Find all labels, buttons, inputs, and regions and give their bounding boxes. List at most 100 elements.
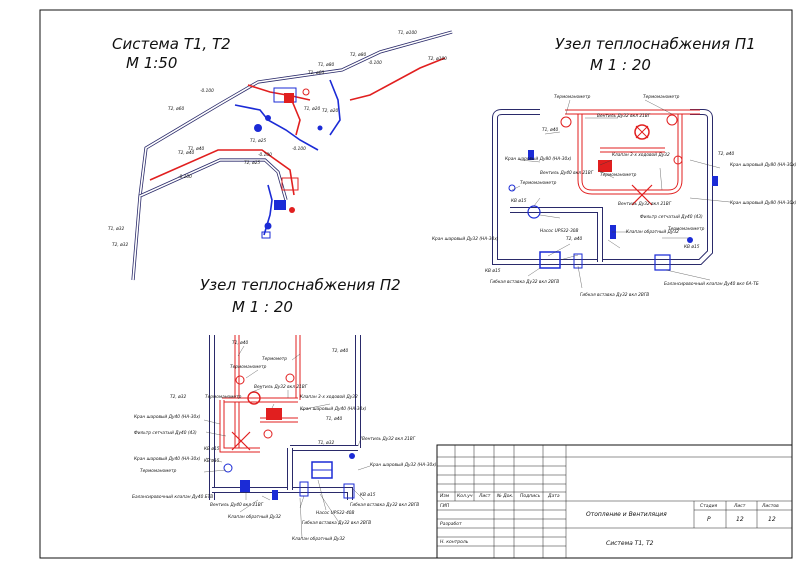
tb-stage: Р [707, 516, 711, 523]
tb-role-control: Н. контроль [440, 539, 469, 545]
system-label-10: Т1, ø25 [250, 138, 266, 144]
system-scale: М 1:50 [126, 54, 177, 72]
p2-label-24: Клапан обратный Дy32 [292, 536, 345, 542]
p1-label-11: Кран шаровый Дy80 (HA-30x) [730, 200, 797, 206]
p2-equipment [223, 373, 355, 500]
p2-return-pipework [209, 335, 361, 500]
system-label-3: Т1, ø80 [318, 62, 334, 68]
p2-label-22: Гибкая вставка Дy32 вкл 2ВГВ [350, 502, 419, 508]
p2-label-8: Кран шаровый Дy40 (HA-30x) [134, 414, 201, 420]
p2-label-10: Фильтр сетчатый Дy40 (43) [134, 430, 197, 436]
p2-label-18: Балансировочный клапан Дy40 БТВ [132, 494, 213, 500]
tb-sheets-header: Листов [761, 503, 779, 509]
p1-title: Узел теплоснабжения П1 [555, 35, 756, 53]
p2-label-11: Кран шаровый Дy40 (HA-30x) [134, 456, 201, 462]
p1-valve-top [634, 124, 650, 140]
p2-label-13: Вентиль Дy32 вкл 21ВГ [362, 436, 416, 442]
p1-labels: Термоманометр Термоманометр Вентиль Дy32… [432, 94, 797, 298]
tb-header-izm: Изм [440, 493, 450, 499]
p1-label-13: Вентиль Дy32 вкл 21ВГ [618, 201, 672, 207]
p1-label-20: Балансировочный клапан Дy40 вкл 6А-ТБ [664, 281, 759, 287]
p2-label-2: Термометр [262, 356, 287, 362]
p2-title: Узел теплоснабжения П2 [200, 276, 401, 294]
p2-label-26: КВ ø15 [360, 492, 376, 498]
system-label-17: -0.100 [258, 152, 272, 158]
p1-label-18: Гибкая вставка Дy32 вкл 2ВГВ [580, 292, 649, 298]
system-label-13: Т2, ø20 [322, 108, 338, 114]
tb-drawing-name: Система Т1, Т2 [606, 540, 654, 547]
p1-label-12: Термоманометр [520, 180, 557, 186]
p1-label-24: КВ ø15 [684, 244, 700, 250]
p2-scale: М 1 : 20 [232, 298, 293, 316]
drawing-frame [39, 9, 793, 559]
p2-label-19: Вентиль Дy40 вкл 21ВГ [210, 502, 264, 508]
p1-leaders [511, 99, 731, 289]
p1-3way-valve [598, 160, 612, 172]
tb-header-date: Дата [547, 493, 560, 499]
p1-label-16: Насос UPS32-30B [540, 228, 579, 234]
p1-label-1: Термоманометр [643, 94, 680, 100]
tb-header-list: Лист [478, 493, 491, 499]
system-labels: Т1, ø100 Т2, ø100 Т2, ø80 Т1, ø80 Т1, ø6… [108, 30, 447, 248]
p1-label-4: Т2, ø40 [718, 151, 734, 157]
p1-label-15: Кран шаровый Дy32 (HA-30x) [432, 236, 499, 242]
system-label-15: -0.100 [368, 60, 382, 66]
system-label-7: Т1, ø40 [188, 146, 204, 152]
tb-header-ndoc: № Док. [496, 493, 514, 499]
p2-label-5: Вентиль Дy32 вкл 21ВГ [254, 384, 308, 390]
p1-return-pipework [492, 109, 713, 265]
p1-label-17: Т2, ø40 [566, 236, 582, 242]
p1-label-0: Термоманометр [554, 94, 591, 100]
p1-label-9: Фильтр сетчатый Дy40 (43) [640, 214, 703, 220]
p2-label-20: Клапан обратный Дy32 [228, 514, 281, 520]
p1-label-6: Клапан 3-х ходовой Дy32 [612, 152, 670, 158]
p1-label-2: Вентиль Дy32 вкл 21ВГ [597, 113, 651, 119]
p1-label-10: Кран шаровый Дy80 (HA-30x) [730, 162, 797, 168]
p2-label-15: КВ ø15 [204, 458, 220, 464]
p2-label-25: Т1, ø40 [326, 416, 342, 422]
p2-label-3: Термоманометр [230, 364, 267, 370]
p2-label-7: Термоманометр [205, 394, 242, 400]
p2-label-12: Т1, ø32 [318, 440, 334, 446]
system-equipment-lower [261, 177, 299, 239]
p2-3way-valve [266, 408, 282, 420]
system-label-11: Т2, ø25 [244, 160, 260, 166]
tb-role-developer: Разработ [440, 521, 462, 527]
tb-sheets: 12 [768, 516, 776, 523]
tb-sheet: 12 [736, 516, 744, 523]
p1-balancing-valve [654, 254, 671, 271]
p1-supply-pipework [565, 109, 700, 195]
p2-label-21: Насос UPS32-40В [316, 510, 355, 516]
p2-label-16: Кран шаровый Дy32 (HA-30x) [370, 462, 437, 468]
p1-label-5: Кран шаровый Дy80 (HA-30x) [505, 156, 572, 162]
system-label-18: -0.100 [292, 146, 306, 152]
system-label-16: -0.100 [178, 174, 192, 180]
system-label-12: Т1, ø20 [304, 106, 320, 112]
tb-section: Отопление и Вентиляция [586, 511, 667, 518]
p2-leaders [203, 345, 371, 539]
p1-label-19: Гибкая вставка Дy32 вкл 2ВГВ [490, 279, 559, 285]
system-label-6: Т2, ø40 [178, 150, 194, 156]
system-equipment-upper [254, 87, 323, 132]
system-label-8: Т1, ø32 [108, 226, 124, 232]
system-label-5: Т2, ø60 [168, 106, 184, 112]
p2-label-1: Т2, ø40 [332, 348, 348, 354]
p2-label-0: Т1, ø40 [232, 340, 248, 346]
tb-role-gip: ГИП [440, 503, 450, 509]
node-p2-view: Узел теплоснабжения П2 М 1 : 20 [132, 276, 437, 542]
p2-label-6: Клапан 3-х ходовой Дy32 [300, 394, 358, 400]
tb-header-sign: Подпись [520, 493, 541, 499]
p2-label-9: Кран шаровый Дy40 (HA-30x) [300, 406, 367, 412]
p2-label-23: Гибкая вставка Дy32 вкл 2ВГВ [302, 520, 371, 526]
system-title: Система Т1, Т2 [112, 35, 231, 53]
system-t1-t2-view: Система Т1, Т2 М 1:50 [108, 30, 453, 281]
p1-label-23: КВ ø15 [485, 268, 501, 274]
title-block: Изм Кол.уч Лист № Док. Подпись Дата ГИП … [436, 444, 793, 559]
system-label-0: Т1, ø100 [398, 30, 417, 36]
tb-stage-header: Стадия [700, 503, 718, 509]
system-label-2: Т2, ø80 [350, 52, 366, 58]
p1-label-21: Термоманометр [668, 226, 705, 232]
p2-label-4: Т2, ø32 [170, 394, 186, 400]
p1-label-7: Термоманометр [600, 172, 637, 178]
